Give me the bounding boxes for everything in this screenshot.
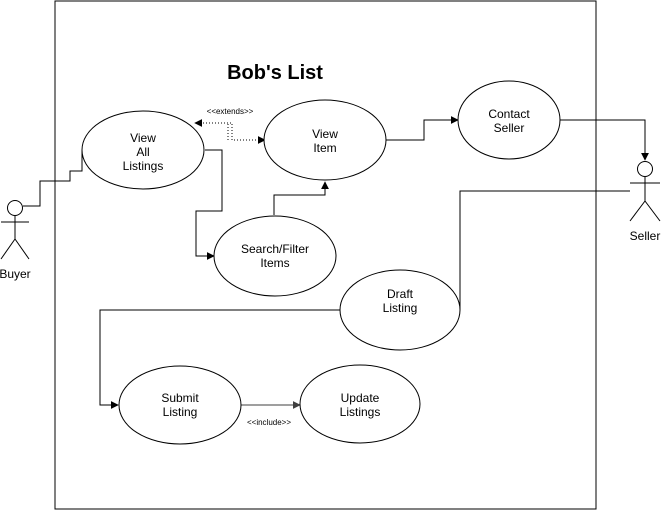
use-case-label: Listings xyxy=(123,159,164,173)
include-label: <<include>> xyxy=(247,418,291,427)
actor-label: Seller xyxy=(630,229,661,243)
stick-figure-icon xyxy=(0,200,30,260)
use-case-label: All xyxy=(136,145,149,159)
use-case-label: Contact xyxy=(488,107,530,121)
use-case-contact-seller[interactable]: Contact Seller xyxy=(457,80,561,160)
edge-contact-seller xyxy=(560,119,649,161)
use-case-label: Seller xyxy=(494,121,525,135)
use-case-label: Items xyxy=(260,256,289,270)
edge-search-view-item xyxy=(273,181,329,215)
use-case-search-filter-items[interactable]: Search/Filter Items xyxy=(213,215,337,297)
extends-label: <<extends>> xyxy=(207,107,254,116)
edge-draft-submit xyxy=(99,309,342,409)
edge-seller-draft xyxy=(459,190,630,310)
edge-buyer-view-all xyxy=(23,150,83,207)
diagram-title: Bob's List xyxy=(227,62,323,84)
actor-label: Buyer xyxy=(0,267,31,281)
actor-buyer[interactable]: Buyer xyxy=(0,200,31,282)
edge-view-all-search xyxy=(195,149,223,260)
use-case-view-item[interactable]: View Item xyxy=(263,99,387,181)
use-case-submit-listing[interactable]: Submit Listing xyxy=(118,365,242,445)
edge-view-item-contact xyxy=(386,116,459,141)
use-case-label: Update xyxy=(341,391,380,405)
use-case-update-listings[interactable]: Update Listings xyxy=(299,364,421,444)
stick-figure-icon xyxy=(629,161,661,222)
edge-extends xyxy=(194,119,266,144)
use-case-label: View xyxy=(130,131,156,145)
use-case-label: Draft xyxy=(387,287,414,301)
use-case-label: Item xyxy=(313,141,336,155)
use-case-label: Listing xyxy=(163,405,198,419)
use-case-label: Submit xyxy=(161,391,199,405)
use-case-label: Listing xyxy=(383,301,418,315)
use-case-label: Search/Filter xyxy=(241,242,309,256)
system-boundary xyxy=(54,0,597,510)
use-case-label: Listings xyxy=(340,405,381,419)
use-case-draft-listing[interactable]: Draft Listing xyxy=(339,269,461,351)
use-case-label: View xyxy=(312,127,338,141)
use-case-view-all-listings[interactable]: View All Listings xyxy=(81,110,205,190)
actor-seller[interactable]: Seller xyxy=(629,161,661,244)
